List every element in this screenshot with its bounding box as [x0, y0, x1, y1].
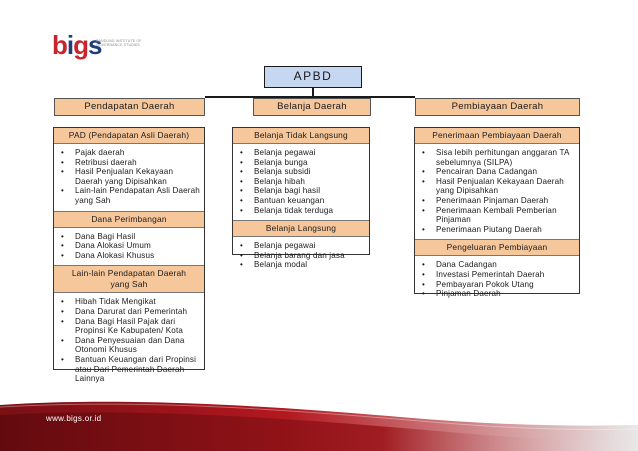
- bigs-logo: bigs BANDUNG INSTITUTE OF GOVERNANCE STU…: [52, 30, 182, 64]
- list-item: Dana Bagi Hasil Pajak dari Propinsi Ke K…: [58, 317, 200, 336]
- list-item: Belanja bagi hasil: [237, 186, 365, 196]
- list-item: Belanja pegawai: [237, 241, 365, 251]
- footer-url: www.bigs.or.id: [46, 414, 102, 423]
- list-item: Investasi Pemerintah Daerah: [419, 270, 575, 280]
- list-item: Dana Alokasi Khusus: [58, 251, 200, 261]
- connector-root-down: [312, 88, 314, 97]
- list-item: Retribusi daerah: [58, 158, 200, 168]
- logo-letter-i: i: [66, 30, 74, 60]
- list-item: Belanja subsidi: [237, 167, 365, 177]
- logo-letter-s: s: [88, 30, 103, 60]
- list-penerimaan-pembiayaan: Sisa lebih perhitungan anggaran TA sebel…: [415, 144, 579, 239]
- section-title-dana-perimbangan: Dana Perimbangan: [54, 210, 204, 228]
- column-pembiayaan: Penerimaan Pembiayaan Daerah Sisa lebih …: [414, 127, 580, 298]
- list-item: Belanja hibah: [237, 177, 365, 187]
- list-item: Bantuan Keuangan dari Propinsi atau Dari…: [58, 355, 200, 384]
- list-item: Belanja barang dan jasa: [237, 251, 365, 261]
- footer-banner: [0, 401, 638, 451]
- list-item: Sisa lebih perhitungan anggaran TA sebel…: [419, 148, 575, 167]
- list-item: Bantuan keuangan: [237, 196, 365, 206]
- logo-tagline: BANDUNG INSTITUTE OF GOVERNANCE STUDIES: [96, 39, 142, 48]
- list-item: Hasil Penjualan Kekayaan Daerah yang Dip…: [58, 167, 200, 186]
- section-title-lain-lain-pendapatan: Lain-lain Pendapatan Daerah yang Sah: [54, 265, 204, 294]
- logo-wordmark: bigs: [52, 30, 103, 60]
- list-belanja-tidak-langsung: Belanja pegawai Belanja bunga Belanja su…: [233, 144, 369, 220]
- list-item: Lain-lain Pendapatan Asli Daerah yang Sa…: [58, 186, 200, 205]
- list-item: Penerimaan Pinjaman Daerah: [419, 196, 575, 206]
- root-node-apbd: APBD: [264, 66, 362, 88]
- list-pengeluaran-pembiayaan: Dana Cadangan Investasi Pemerintah Daera…: [415, 256, 579, 303]
- list-item: Dana Penyesuaian dan Dana Otonomi Khusus: [58, 336, 200, 355]
- list-item: Pinjaman Daerah: [419, 289, 575, 299]
- list-item: Belanja modal: [237, 260, 365, 270]
- column-pendapatan: PAD (Pendapatan Asli Daerah) Pajak daera…: [53, 127, 205, 383]
- list-item: Dana Cadangan: [419, 260, 575, 270]
- list-item: Dana Bagi Hasil: [58, 232, 200, 242]
- header-pembiayaan-daerah: Pembiayaan Daerah: [415, 98, 580, 116]
- list-item: Belanja pegawai: [237, 148, 365, 158]
- column-belanja: Belanja Tidak Langsung Belanja pegawai B…: [232, 127, 370, 270]
- list-item: Dana Darurat dari Pemerintah: [58, 307, 200, 317]
- connector-horizontal: [205, 96, 415, 98]
- list-dana-perimbangan: Dana Bagi Hasil Dana Alokasi Umum Dana A…: [54, 228, 204, 266]
- section-title-pad: PAD (Pendapatan Asli Daerah): [54, 128, 204, 144]
- list-item: Belanja tidak terduga: [237, 206, 365, 216]
- logo-letter-b: b: [52, 30, 68, 60]
- list-item: Penerimaan Kembali Pemberian Pinjaman: [419, 206, 575, 225]
- list-pad: Pajak daerah Retribusi daerah Hasil Penj…: [54, 144, 204, 211]
- section-title-belanja-langsung: Belanja Langsung: [233, 220, 369, 238]
- list-item: Penerimaan Piutang Daerah: [419, 225, 575, 235]
- list-item: Belanja bunga: [237, 158, 365, 168]
- header-pendapatan-daerah: Pendapatan Daerah: [54, 98, 205, 116]
- list-item: Hibah Tidak Mengikat: [58, 297, 200, 307]
- section-title-belanja-tidak-langsung: Belanja Tidak Langsung: [233, 128, 369, 144]
- list-belanja-langsung: Belanja pegawai Belanja barang dan jasa …: [233, 237, 369, 275]
- list-item: Hasil Penjualan Kekayaan Daerah yang Dip…: [419, 177, 575, 196]
- list-item: Pembayaran Pokok Utang: [419, 280, 575, 290]
- section-title-pengeluaran-pembiayaan: Pengeluaran Pembiayaan: [415, 239, 579, 257]
- list-lain-lain-pendapatan: Hibah Tidak Mengikat Dana Darurat dari P…: [54, 293, 204, 388]
- logo-letter-g: g: [73, 30, 89, 60]
- section-title-penerimaan-pembiayaan: Penerimaan Pembiayaan Daerah: [415, 128, 579, 144]
- list-item: Pajak daerah: [58, 148, 200, 158]
- list-item: Pencairan Dana Cadangan: [419, 167, 575, 177]
- header-belanja-daerah: Belanja Daerah: [253, 98, 371, 116]
- list-item: Dana Alokasi Umum: [58, 241, 200, 251]
